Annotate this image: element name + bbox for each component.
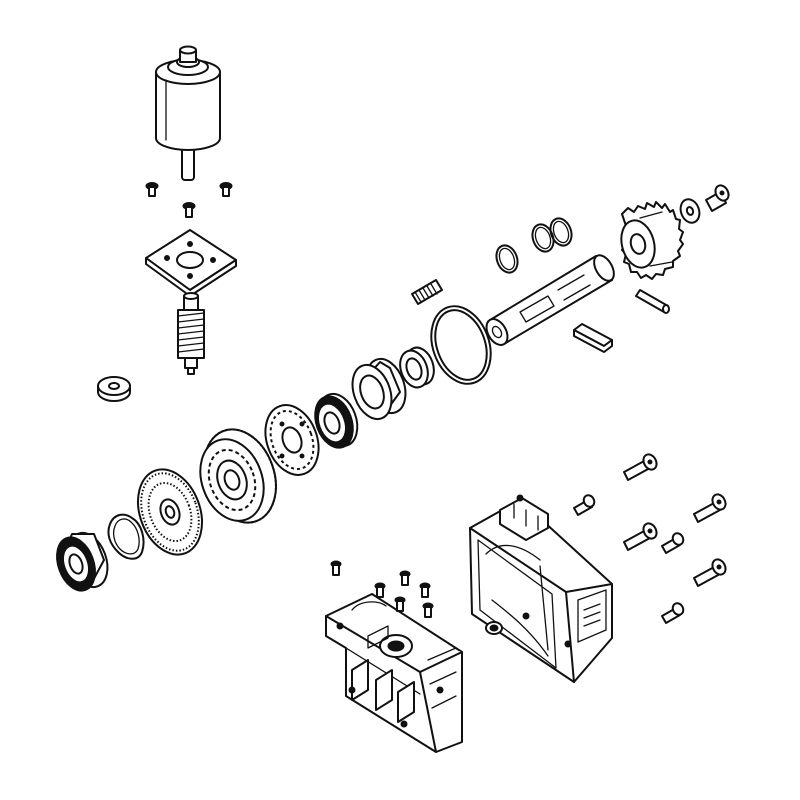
retaining-ring (549, 217, 573, 247)
set-screw (573, 494, 596, 516)
set-screw (661, 602, 685, 624)
motor-screw (219, 182, 233, 197)
retaining-ring (531, 223, 555, 253)
bearing (56, 531, 109, 592)
set-screw (330, 560, 342, 576)
set-screw (419, 582, 431, 598)
cap-screw (693, 493, 727, 523)
wave-washer (107, 513, 145, 560)
retaining-ring (495, 244, 519, 274)
gearbox-housing (469, 494, 613, 683)
clutch-disc (264, 404, 320, 476)
spring (411, 279, 443, 305)
gearbox-cover (325, 593, 463, 753)
cap-screw (623, 522, 658, 551)
spur-gear (199, 428, 277, 524)
flat-washer (679, 198, 701, 224)
cap-screw (705, 184, 730, 212)
set-screw (394, 596, 406, 612)
bevel-gear (137, 468, 203, 556)
key (573, 323, 613, 353)
motor-screw (145, 182, 159, 197)
drive-sprocket (620, 201, 684, 280)
bearing-sleeve (351, 357, 407, 421)
spacer-washer (97, 376, 131, 402)
motor-screw (182, 202, 196, 218)
set-screw (374, 582, 386, 598)
worm-gear-shaft (177, 292, 205, 375)
bearing-sleeve (399, 346, 435, 389)
set-screw (661, 532, 685, 554)
output-shaft (485, 254, 615, 346)
cap-screw (693, 558, 727, 587)
set-screw (399, 570, 411, 586)
o-ring (430, 305, 492, 385)
motor (155, 45, 221, 181)
motor-mount-plate (145, 229, 237, 297)
bearing (314, 392, 359, 449)
dowel-pin (635, 289, 670, 314)
cap-screw (623, 453, 658, 481)
set-screw (422, 602, 434, 618)
